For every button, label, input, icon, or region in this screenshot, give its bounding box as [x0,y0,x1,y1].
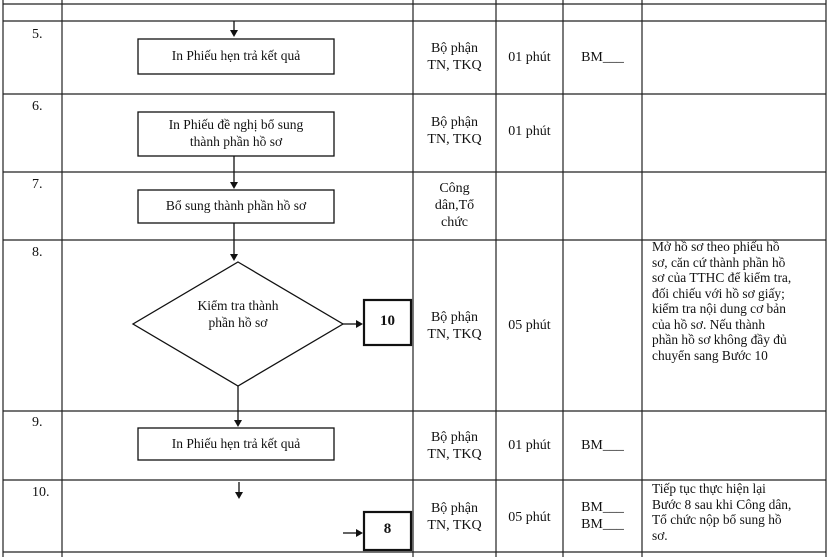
note-line: chuyển sang Bước 10 [652,347,768,363]
goto-step-10-box: 10 [380,313,395,329]
dept-line: dân,Tổ [434,198,475,213]
step-9-box-label: In Phiếu hẹn trả kết quả [171,436,301,451]
step-6-box-label: In Phiếu đề nghị bổ sung thành phần hồ s… [138,116,334,150]
row-10-time: 05 phút [508,510,551,525]
row-6-dept: Bộ phận TN, TKQ [413,114,496,148]
dept-line: TN, TKQ [427,58,482,73]
dept-line: Bộ phận [430,310,479,325]
note-line: phần hồ sơ không đầy đủ [652,332,787,347]
note-line: đối chiếu với hồ sơ giấy; [652,285,785,301]
dept-line: Bộ phận [430,430,479,445]
row-10-dept: Bộ phận TN, TKQ [413,500,496,534]
note-line: kiểm tra nội dung cơ bản [652,301,786,316]
note-line: sơ của TTHC để kiểm tra, [652,270,792,285]
dept-line: TN, TKQ [427,518,482,533]
row-10-number: 10. [32,485,50,500]
step-5-box-label: In Phiếu hẹn trả kết quả [171,48,301,63]
note-line: Tiếp tục thực hiện lại [652,481,766,496]
row-10-note: Tiếp tục thực hiện lại Bước 8 sau khi Cô… [652,481,820,543]
dept-line: TN, TKQ [427,447,482,462]
row-9-form: BM___ [581,438,624,453]
row-5-dept: Bộ phận TN, TKQ [413,40,496,74]
dept-line: TN, TKQ [427,132,482,147]
row-7-dept: Công dân,Tổ chức [413,180,496,231]
row-7-number: 7. [32,177,43,192]
dept-line: Bộ phận [430,501,479,516]
step-8-line-1: Kiểm tra thành [197,298,279,313]
note-line: sơ. [652,527,668,543]
step-8-line-2: phần hồ sơ [208,315,268,330]
form-line: BM___ [581,517,624,532]
step-6-line-2: thành phần hồ sơ [189,134,283,149]
note-line: sơ, căn cứ thành phần hồ [652,254,786,270]
dept-line: Công [439,181,470,196]
note-line: Tổ chức nộp bổ sung hồ [652,512,782,527]
step-8-diamond-label: Kiểm tra thành phần hồ sơ [168,297,308,331]
row-8-dept: Bộ phận TN, TKQ [413,309,496,343]
dept-line: Bộ phận [430,115,479,130]
step-6-line-1: In Phiếu đề nghị bổ sung [168,117,304,132]
row-8-number: 8. [32,245,43,260]
row-6-time: 01 phút [508,124,551,139]
row-10-form: BM___ BM___ [563,499,642,533]
step-7-box-label: Bổ sung thành phần hồ sơ [165,198,307,213]
dept-line: chức [440,215,468,230]
row-9-dept: Bộ phận TN, TKQ [413,429,496,463]
row-8-time: 05 phút [508,318,551,333]
row-5-time: 01 phút [508,50,551,65]
row-5-form: BM___ [581,50,624,65]
form-line: BM___ [581,500,624,515]
goto-step-8-box: 8 [383,521,392,537]
row-9-number: 9. [32,415,43,430]
note-line: Bước 8 sau khi Công dân, [652,496,792,512]
row-5-number: 5. [32,27,43,42]
dept-line: Bộ phận [430,41,479,56]
note-line: của hồ sơ. Nếu thành [652,316,766,332]
dept-line: TN, TKQ [427,327,482,342]
row-6-number: 6. [32,99,43,114]
row-9-time: 01 phút [508,438,551,453]
row-8-note: Mở hồ sơ theo phiếu hồ sơ, căn cứ thành … [652,239,820,363]
note-line: Mở hồ sơ theo phiếu hồ [652,239,780,254]
